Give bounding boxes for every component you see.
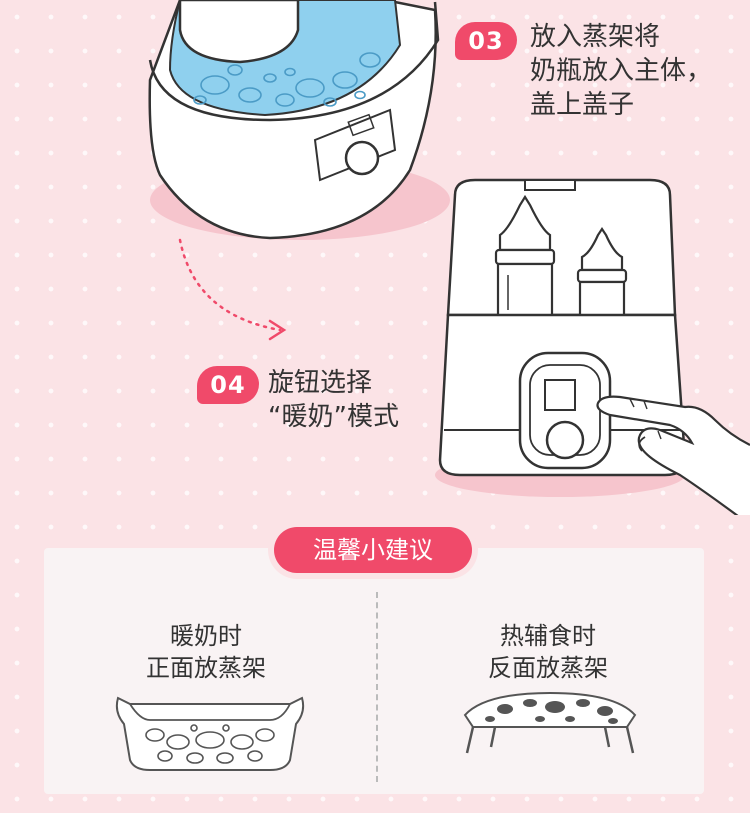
step-text-03: 放入蒸架将 奶瓶放入主体， 盖上盖子 [530, 20, 712, 122]
step-text-04: 旋钮选择 “暖奶”模式 [268, 366, 399, 434]
steam-rack-front-icon [115, 696, 305, 771]
tip-left-line-1: 暖奶时 [170, 622, 242, 650]
step-04-line-1: 旋钮选择 [268, 368, 373, 398]
steamer-pot-illustration [148, 0, 450, 240]
step-03-line-2: 奶瓶放入主体， [530, 56, 713, 86]
tips-title: 温馨小建议 [274, 527, 472, 573]
step-04-line-2: “暖奶”模式 [268, 402, 399, 432]
steam-rack-reverse-icon [463, 691, 637, 754]
step-badge-03: 03 [455, 22, 517, 60]
tip-left-label: 暖奶时 正面放蒸架 [96, 620, 316, 684]
tip-left-line-2: 正面放蒸架 [146, 654, 266, 682]
step-03-line-1: 放入蒸架将 [530, 22, 661, 52]
step-03-line-3: 盖上盖子 [530, 90, 635, 120]
bottle-warmer-illustration [435, 178, 750, 515]
step-badge-04: 04 [197, 366, 259, 404]
tip-right-line-2: 反面放蒸架 [488, 654, 608, 682]
tip-right-line-1: 热辅食时 [500, 622, 596, 650]
tips-divider [376, 592, 378, 782]
dotted-arrow-icon [178, 238, 287, 341]
tip-right-label: 热辅食时 反面放蒸架 [438, 620, 658, 684]
